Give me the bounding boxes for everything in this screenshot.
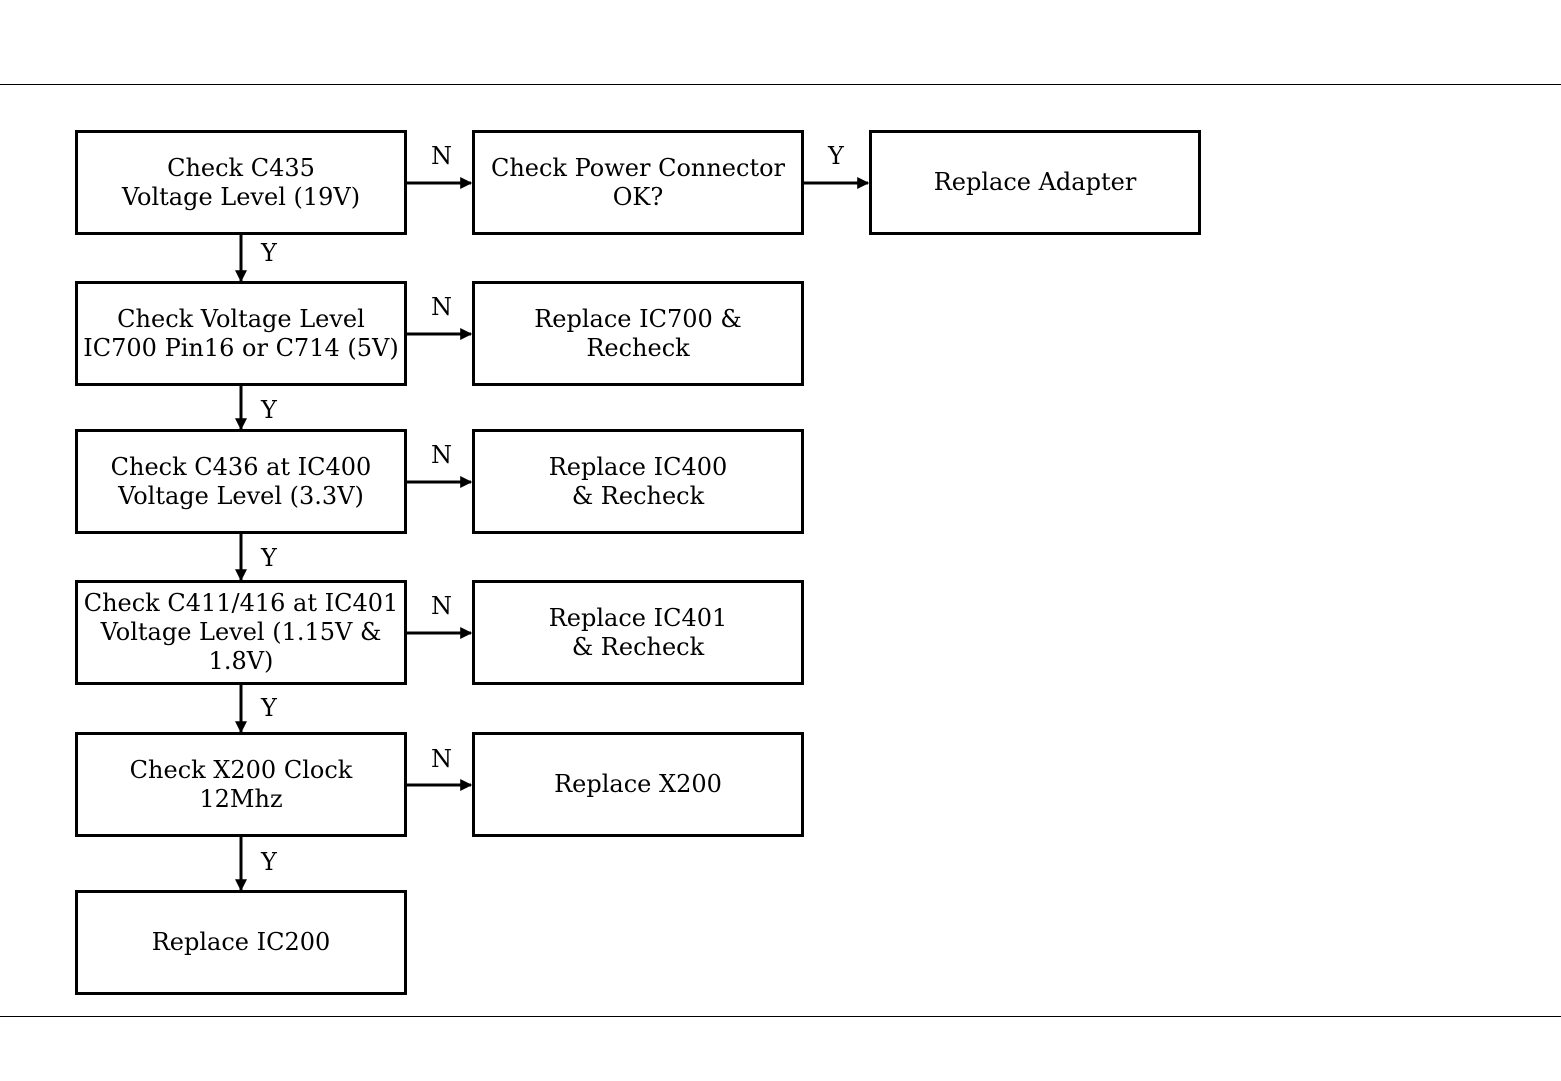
node-replace-adapter: Replace Adapter [869,130,1201,235]
node-replace-adapter-text: Replace Adapter [933,168,1137,196]
edge-label-c411-x200: Y [261,694,277,722]
node-check-power-connector: Check Power Connector OK? [472,130,804,235]
node-replace-ic400-text: Replace IC400 & Recheck [548,452,728,510]
edge-label-x200-replace: N [431,745,452,773]
node-check-power-connector-text: Check Power Connector OK? [490,153,786,211]
node-replace-x200-text: Replace X200 [554,770,722,798]
edge-label-c436-c411: Y [261,544,277,572]
node-check-x200: Check X200 Clock 12Mhz [75,732,407,837]
node-replace-ic700: Replace IC700 & Recheck [472,281,804,386]
edge-label-ic700-c436: Y [261,396,277,424]
edge-label-c436-replace: N [431,441,452,469]
node-check-c435: Check C435 Voltage Level (19V) [75,130,407,235]
node-replace-ic401-text: Replace IC401 & Recheck [548,603,728,661]
edge-label-ic700-replace: N [431,293,452,321]
edge-label-c411-replace: N [431,592,452,620]
node-check-ic700: Check Voltage Level IC700 Pin16 or C714 … [75,281,407,386]
node-replace-ic200: Replace IC200 [75,890,407,995]
edge-label-x200-ic200: Y [261,848,277,876]
edge-label-c435-ic700: Y [261,239,277,267]
node-check-c411: Check C411/416 at IC401 Voltage Level (1… [75,580,407,685]
node-replace-ic400: Replace IC400 & Recheck [472,429,804,534]
node-check-c436-text: Check C436 at IC400 Voltage Level (3.3V) [110,452,372,510]
node-check-ic700-text: Check Voltage Level IC700 Pin16 or C714 … [83,304,399,362]
edge-label-c435-power: N [431,142,452,170]
bottom-rule [0,1016,1561,1017]
node-check-c435-text: Check C435 Voltage Level (19V) [121,153,361,211]
node-replace-x200: Replace X200 [472,732,804,837]
node-replace-ic401: Replace IC401 & Recheck [472,580,804,685]
node-replace-ic200-text: Replace IC200 [151,928,331,956]
node-check-x200-text: Check X200 Clock 12Mhz [129,755,353,813]
node-check-c436: Check C436 at IC400 Voltage Level (3.3V) [75,429,407,534]
edge-label-power-adapter: Y [828,142,844,170]
top-rule [0,84,1561,85]
node-check-c411-text: Check C411/416 at IC401 Voltage Level (1… [83,589,399,675]
node-replace-ic700-text: Replace IC700 & Recheck [534,304,742,362]
